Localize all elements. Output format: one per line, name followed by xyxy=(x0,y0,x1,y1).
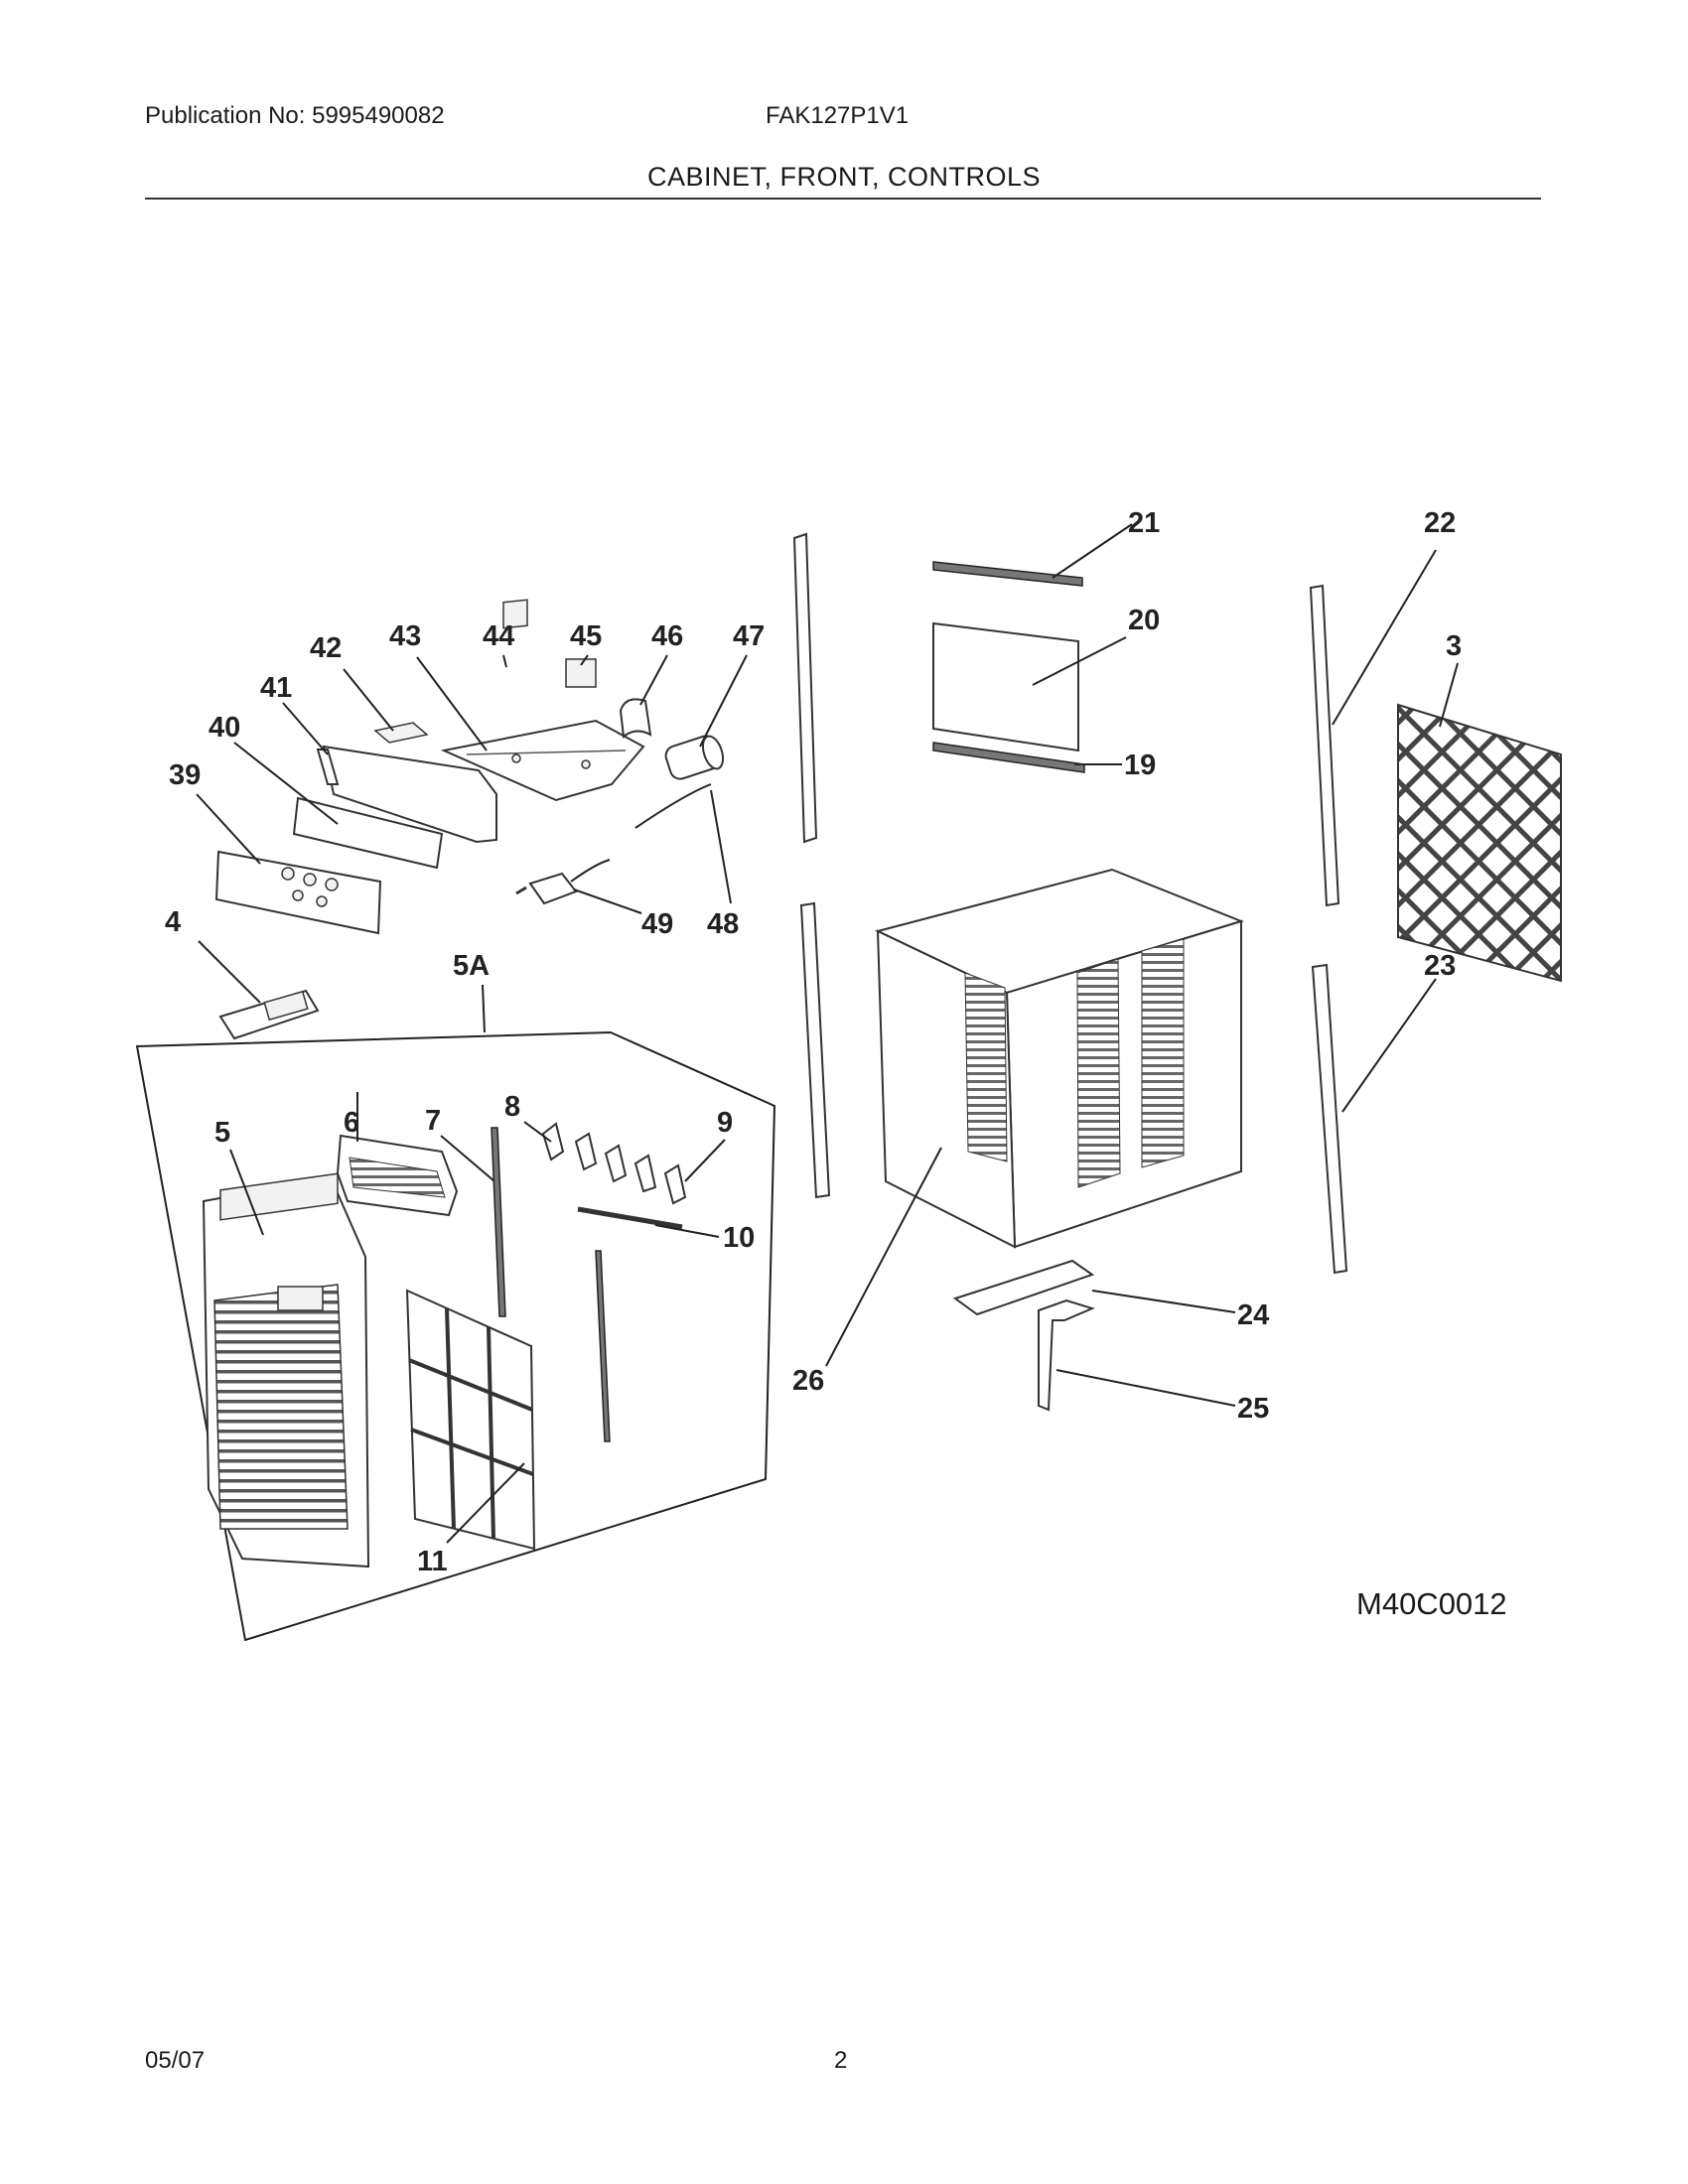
callout-24: 24 xyxy=(1237,1299,1269,1331)
callout-25: 25 xyxy=(1237,1393,1269,1425)
power-cord-plug-part xyxy=(515,859,611,905)
callout-3: 3 xyxy=(1446,630,1462,662)
callout-8: 8 xyxy=(504,1091,520,1123)
capacitor-bracket-part xyxy=(619,698,652,739)
callout-42: 42 xyxy=(310,632,342,664)
callout-labels: 3 4 5 5A 6 7 8 9 10 11 19 20 21 22 23 24… xyxy=(165,507,1462,1577)
publication-number: Publication No: 5995490082 xyxy=(145,102,445,129)
side-channel-lower-part xyxy=(799,901,831,1199)
callout-43: 43 xyxy=(389,620,421,652)
callout-22: 22 xyxy=(1424,507,1456,539)
control-panel-part xyxy=(214,850,382,935)
capacitor-part xyxy=(664,735,725,780)
vertical-strip-part xyxy=(595,1250,611,1442)
callout-23: 23 xyxy=(1424,950,1456,982)
callout-21: 21 xyxy=(1128,507,1160,539)
page-number: 2 xyxy=(834,2047,848,2074)
bracket-strip-part xyxy=(577,1206,683,1230)
side-seal-upper-part xyxy=(1309,584,1340,907)
clip-parts xyxy=(541,1122,687,1205)
callout-19: 19 xyxy=(1124,750,1156,781)
callout-9: 9 xyxy=(717,1107,733,1139)
callout-47: 47 xyxy=(733,620,765,652)
callout-7: 7 xyxy=(425,1105,441,1137)
publication-date: 05/07 xyxy=(145,2047,206,2074)
control-overlay-part xyxy=(292,796,444,870)
cabinet-shell-part xyxy=(875,868,1245,1249)
side-seal-lower-part xyxy=(1311,963,1348,1275)
callout-49: 49 xyxy=(641,908,673,940)
section-title: CABINET, FRONT, CONTROLS xyxy=(646,162,1042,192)
callout-5a: 5A xyxy=(453,950,490,982)
callout-26: 26 xyxy=(792,1365,824,1397)
control-box-part xyxy=(440,719,645,802)
base-bracket-part xyxy=(952,1259,1095,1316)
wire-part xyxy=(634,783,712,829)
callout-45: 45 xyxy=(570,620,602,652)
callout-41: 41 xyxy=(260,672,292,704)
window-panel-assembly xyxy=(932,561,1085,773)
callout-4: 4 xyxy=(165,906,181,938)
callout-48: 48 xyxy=(707,908,739,940)
switch-part xyxy=(502,599,528,629)
callout-10: 10 xyxy=(723,1222,755,1254)
drawing-number: M40C0012 xyxy=(1356,1586,1507,1621)
air-filter-part xyxy=(405,1289,536,1551)
callout-39: 39 xyxy=(169,759,201,791)
front-assembly-outline xyxy=(135,1030,776,1642)
mesh-screen-part xyxy=(1397,703,1562,983)
front-panel-part xyxy=(202,1172,370,1569)
header-rule xyxy=(145,198,1541,200)
callout-5: 5 xyxy=(214,1117,230,1149)
callout-44: 44 xyxy=(483,620,514,652)
model-number: FAK127P1V1 xyxy=(766,102,910,129)
callout-6: 6 xyxy=(344,1107,359,1139)
relay-part xyxy=(565,658,597,688)
side-strip-part xyxy=(491,1127,506,1317)
control-housing-part xyxy=(316,745,497,844)
callout-40: 40 xyxy=(209,712,240,744)
support-bracket-part xyxy=(1038,1298,1095,1412)
callout-46: 46 xyxy=(651,620,683,652)
side-channel-upper-part xyxy=(792,532,818,844)
leader-lines xyxy=(196,523,1459,1544)
callout-11: 11 xyxy=(417,1546,448,1577)
small-bracket-part xyxy=(373,722,429,744)
callout-20: 20 xyxy=(1128,605,1160,636)
louver-insert-part xyxy=(336,1134,459,1217)
